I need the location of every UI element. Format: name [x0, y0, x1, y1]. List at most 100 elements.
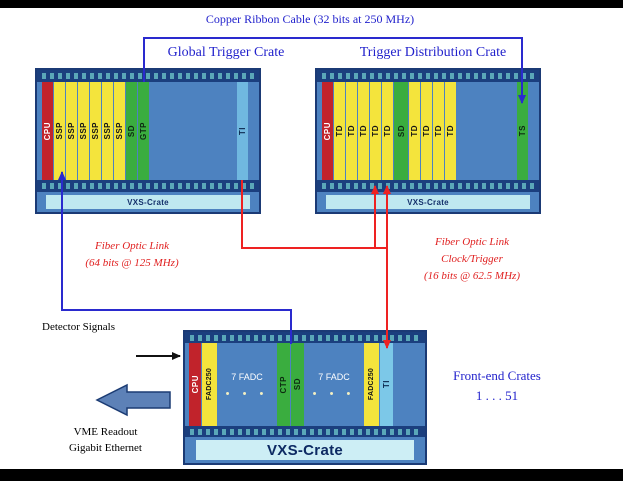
slot-cpu: CPU — [322, 82, 333, 180]
slot-ssp-5: SSP — [102, 82, 113, 180]
slot-td-8: TD — [433, 82, 444, 180]
slot-label: SD — [293, 378, 302, 391]
slot-td-9: TD — [445, 82, 456, 180]
slot-label: SSP — [67, 122, 76, 140]
slot-td-4: TD — [370, 82, 381, 180]
vxs-crate-bar-wrap: VXS-Crate — [317, 192, 539, 212]
slot-ssp-3: SSP — [78, 82, 89, 180]
slot-label: TD — [422, 125, 431, 137]
slot-label: SSP — [79, 122, 88, 140]
fadc-bank-dots: • • • — [225, 388, 269, 400]
vxs-crate-bar-wrap: VXS-Crate — [37, 192, 259, 212]
slot-label: CTP — [279, 375, 288, 394]
vxs-crate-label: VXS-Crate — [326, 195, 530, 209]
slot-label: TI — [382, 380, 391, 389]
slot-label: CPU — [190, 375, 200, 394]
fiber-optic-link-right-label: Fiber Optic Link Clock/Trigger (16 bits … — [397, 234, 547, 285]
fadc-bank-label: 7 FADC — [231, 372, 263, 382]
front-end-crate: CPU FADC250 7 FADC • • • CTP SD 7 FADC •… — [183, 330, 427, 465]
vme-line1: VME Readout — [73, 426, 138, 438]
backplane-gap — [457, 82, 516, 180]
frontend-range-line: 1 . . . 51 — [475, 388, 519, 403]
global-trigger-crate-title: Global Trigger Crate — [167, 45, 285, 60]
slot-label: SSP — [91, 122, 100, 140]
slot-label: CPU — [43, 121, 52, 141]
slot-label: SSP — [55, 122, 64, 140]
fiber-optic-link-left-label: Fiber Optic Link (64 bits @ 125 MHz) — [52, 238, 212, 272]
copper-ribbon-cable-label: Copper Ribbon Cable (32 bits at 250 MHz) — [205, 12, 415, 26]
slot-sd: SD — [126, 82, 137, 180]
slot-ssp-1: SSP — [54, 82, 65, 180]
frontend-title-line: Front-end Crates — [453, 368, 541, 383]
card-ejector-strip — [317, 180, 539, 192]
vme-readout-label: VME Readout Gigabit Ethernet — [38, 424, 173, 456]
fiber-left-line2: (64 bits @ 125 MHz) — [85, 257, 179, 269]
slot-label: CPU — [323, 121, 332, 141]
slot-ts: TS — [517, 82, 528, 180]
slot-label: TI — [238, 126, 247, 136]
card-ejector-strip — [185, 332, 425, 343]
vme-readout-arrow — [95, 383, 171, 417]
frontend-crates-label: Front-end Crates 1 . . . 51 — [432, 366, 562, 406]
backplane-gap — [394, 343, 421, 426]
trigger-distribution-crate-title: Trigger Distribution Crate — [359, 45, 507, 60]
fiber-right-line1: Fiber Optic Link — [435, 236, 509, 248]
slot-ti: TI — [380, 343, 393, 426]
slot-label: SD — [127, 124, 136, 138]
dist-crate-slots: CPU TD TD TD TD TD SD TD TD TD TD TS — [317, 82, 539, 180]
slot-td-3: TD — [358, 82, 369, 180]
slot-td-5: TD — [382, 82, 393, 180]
slot-label: GTP — [139, 122, 148, 140]
card-ejector-strip — [37, 70, 259, 82]
slot-label: TD — [446, 125, 455, 137]
slot-fadc250-left: FADC250 — [202, 343, 217, 426]
backplane-gap — [150, 82, 236, 180]
slot-td-1: TD — [334, 82, 345, 180]
slot-label: TD — [371, 125, 380, 137]
slot-cpu: CPU — [189, 343, 201, 426]
slot-td-2: TD — [346, 82, 357, 180]
slot-gtp: GTP — [138, 82, 149, 180]
slot-label: TD — [335, 125, 344, 137]
slot-label: TD — [434, 125, 443, 137]
fadc-bank-left: 7 FADC • • • — [218, 343, 276, 426]
slot-ti: TI — [237, 82, 248, 180]
slot-label: TD — [383, 125, 392, 137]
card-ejector-strip — [185, 426, 425, 437]
slot-label: SSP — [103, 122, 112, 140]
slot-label: FADC250 — [206, 368, 213, 401]
slot-ssp-2: SSP — [66, 82, 77, 180]
slot-fadc250-right: FADC250 — [364, 343, 379, 426]
slot-label: TD — [359, 125, 368, 137]
fadc-bank-label: 7 FADC — [318, 372, 350, 382]
frontend-crate-slots: CPU FADC250 7 FADC • • • CTP SD 7 FADC •… — [185, 343, 425, 426]
slot-label: SSP — [115, 122, 124, 140]
slot-td-7: TD — [421, 82, 432, 180]
card-ejector-strip — [37, 180, 259, 192]
card-ejector-strip — [317, 70, 539, 82]
global-crate-slots: CPU SSP SSP SSP SSP SSP SSP SD GTP TI — [37, 82, 259, 180]
slot-cpu: CPU — [42, 82, 53, 180]
global-trigger-crate: CPU SSP SSP SSP SSP SSP SSP SD GTP TI VX… — [35, 68, 261, 214]
slot-ctp: CTP — [277, 343, 290, 426]
slot-label: FADC250 — [368, 368, 375, 401]
vme-line2: Gigabit Ethernet — [68, 442, 142, 454]
detector-signals-label: Detector Signals — [42, 321, 116, 333]
slot-label: TS — [518, 125, 527, 137]
slot-label: TD — [347, 125, 356, 137]
letterbox-bottom — [0, 469, 623, 481]
slot-td-6: TD — [409, 82, 420, 180]
vxs-crate-label: VXS-Crate — [196, 440, 414, 460]
slot-sd: SD — [394, 82, 408, 180]
slot-label: TD — [410, 125, 419, 137]
vxs-crate-bar-wrap: VXS-Crate — [185, 437, 425, 463]
letterbox-top — [0, 0, 623, 8]
slot-sd: SD — [291, 343, 304, 426]
fadc-bank-right: 7 FADC • • • — [305, 343, 363, 426]
fiber-left-line1: Fiber Optic Link — [95, 240, 169, 252]
slot-ssp-4: SSP — [90, 82, 101, 180]
slot-ssp-6: SSP — [114, 82, 125, 180]
vxs-crate-label: VXS-Crate — [46, 195, 250, 209]
slot-label: SD — [396, 124, 406, 138]
